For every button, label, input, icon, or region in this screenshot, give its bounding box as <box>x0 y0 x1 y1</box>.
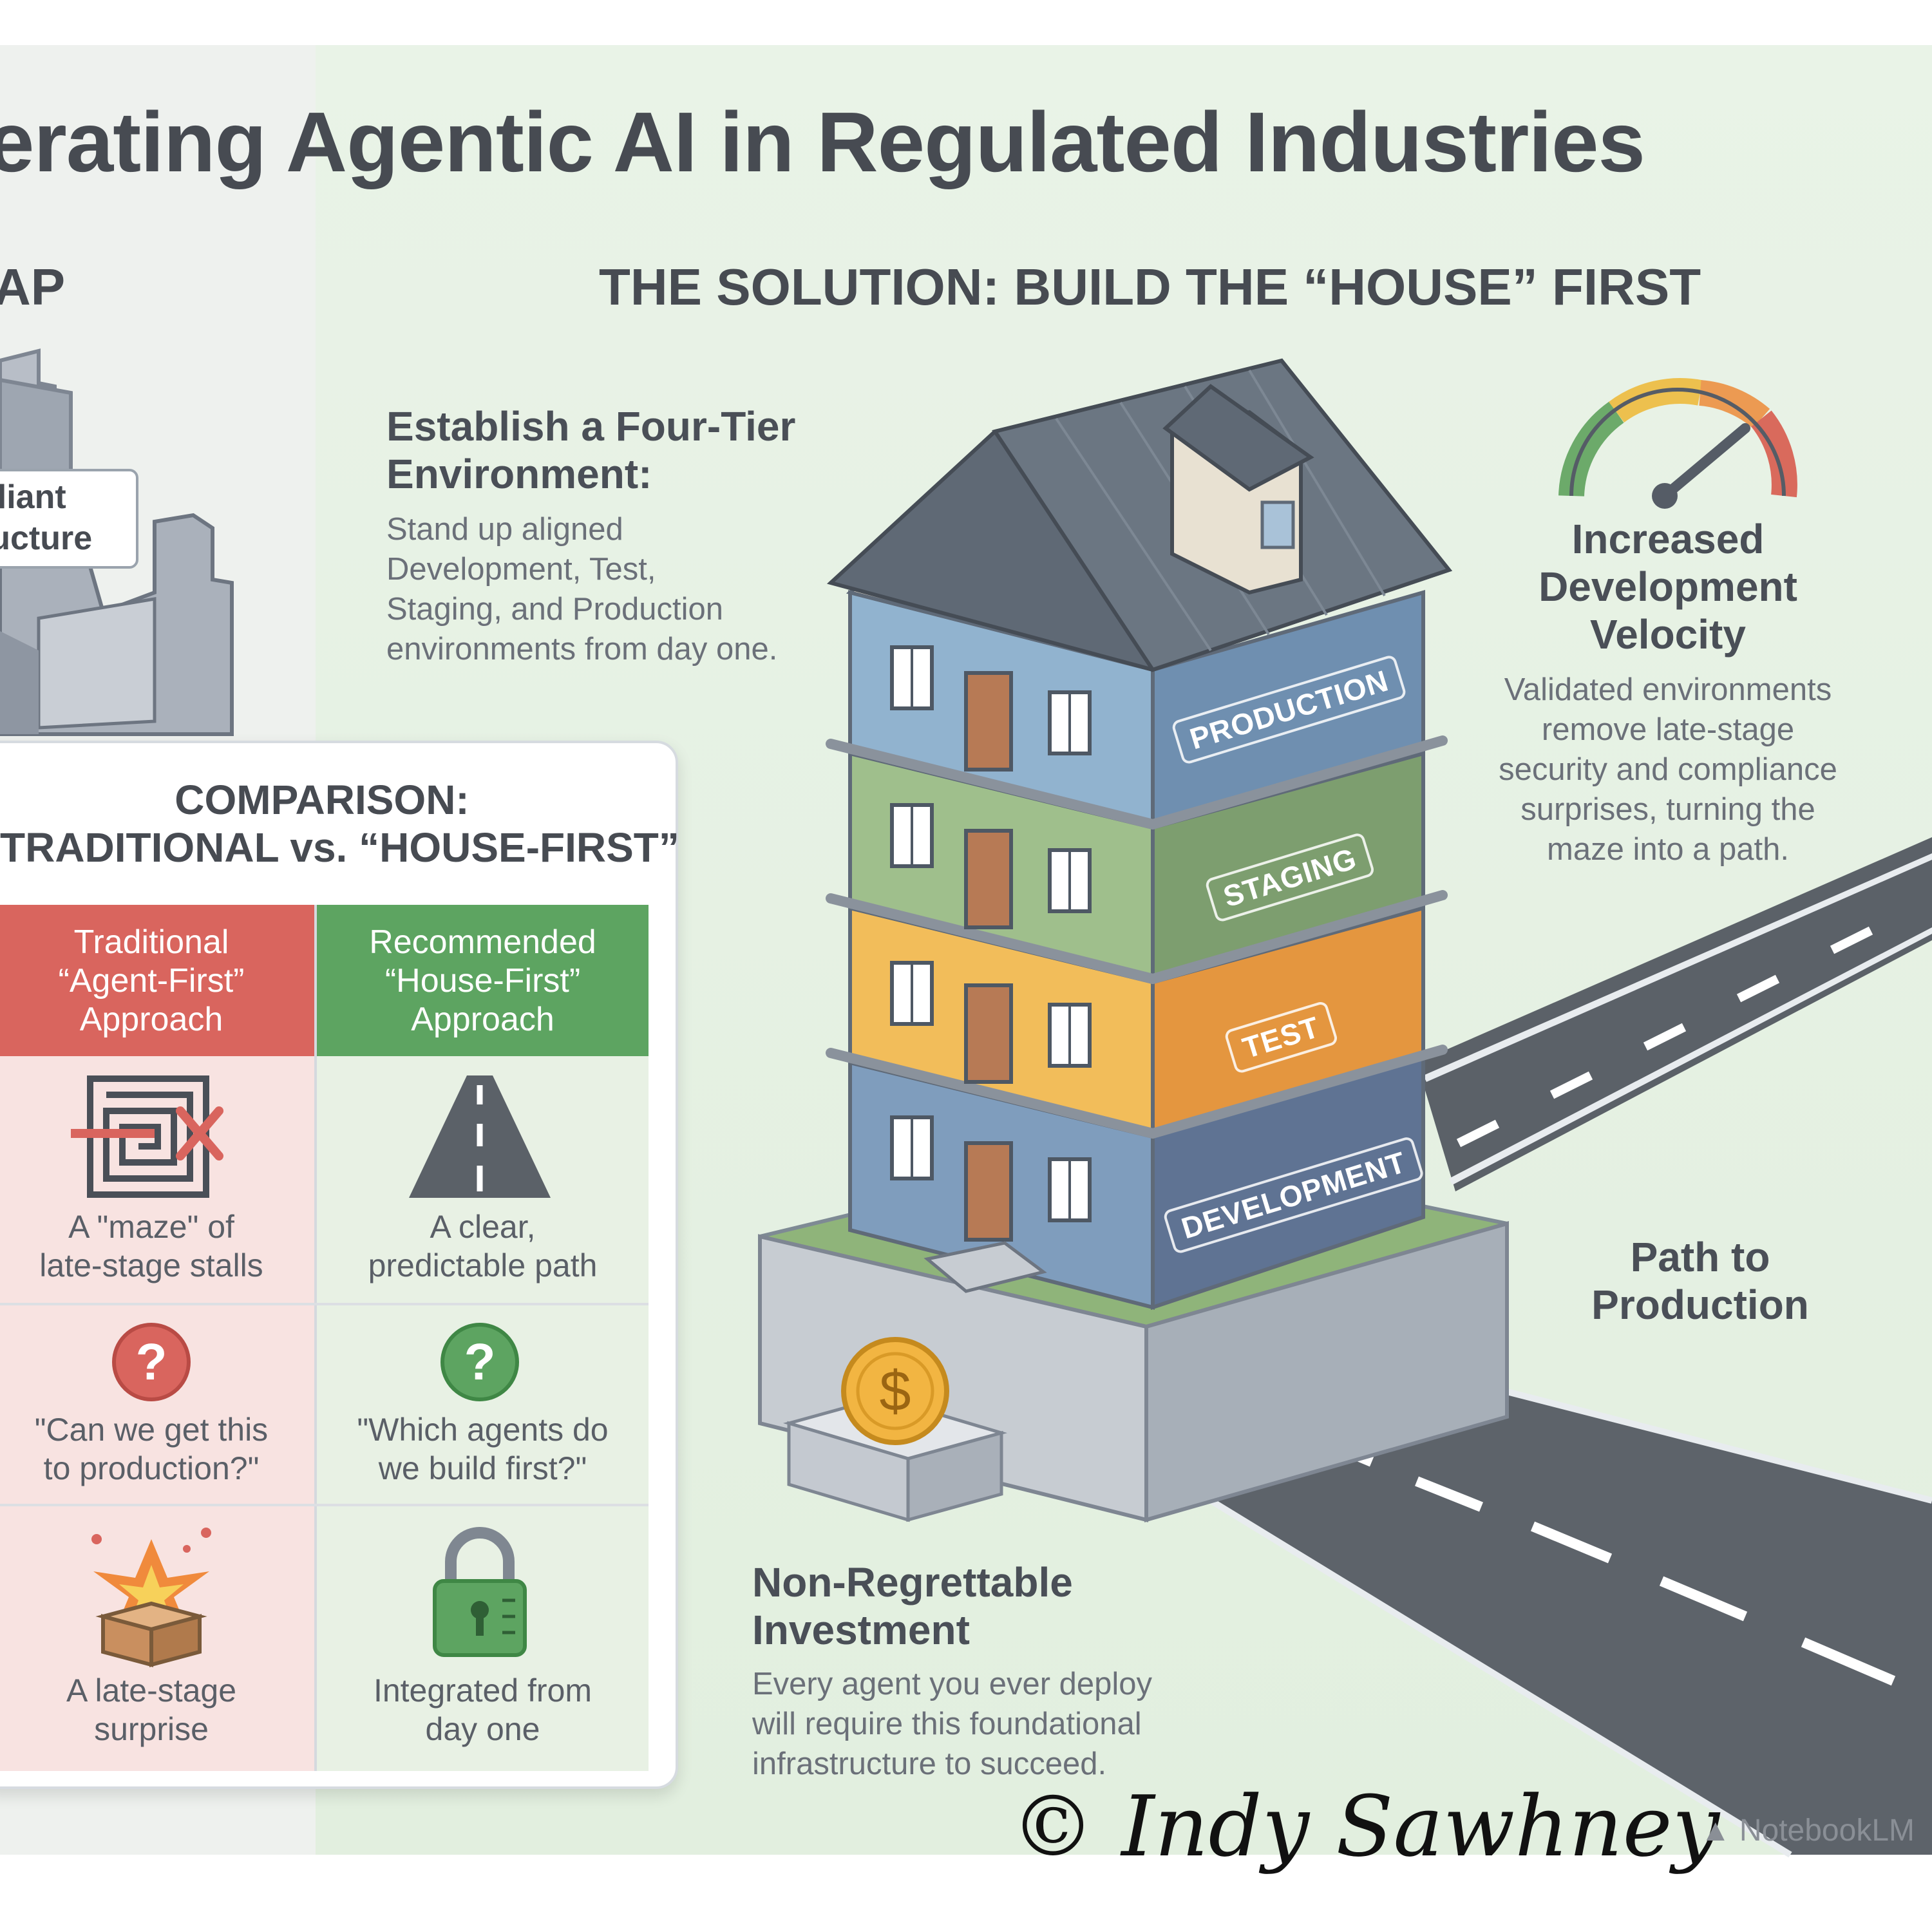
svg-text:?: ? <box>464 1333 496 1390</box>
recommended-column-header: Recommended “House-First” Approach <box>317 905 649 1056</box>
recommended-header-line-1: Recommended <box>369 923 596 961</box>
four-tier-body-line-1: Stand up aligned <box>386 512 623 547</box>
question-green-caption: "Which agents do we build first?" <box>317 1410 649 1488</box>
velocity-gauge-icon <box>1558 378 1797 509</box>
lock-caption: Integrated from day one <box>317 1671 649 1748</box>
solution-heading: THE SOLUTION: BUILD THE “HOUSE” FIRST <box>599 258 1701 316</box>
notebooklm-logo-icon: ▲ <box>1700 1814 1739 1848</box>
four-tier-house-illustration <box>826 358 1453 1311</box>
question-red-icon: ? <box>112 1323 191 1401</box>
velocity-body-line-5: maze into a path. <box>1547 832 1789 867</box>
maze-caption-line-2: late-stage stalls <box>39 1247 263 1283</box>
velocity-section: Increased Development Velocity Validated… <box>1462 515 1874 869</box>
velocity-body-line-2: remove late-stage <box>1541 712 1795 747</box>
maze-caption-line-1: A "maze" of <box>68 1209 234 1245</box>
page-title: erating Agentic AI in Regulated Industri… <box>0 95 1645 189</box>
question-red-caption-line-2: to production?" <box>43 1450 260 1486</box>
box-caption: A late-stage surprise <box>0 1671 316 1748</box>
road-caption: A clear, predictable path <box>317 1208 649 1285</box>
question-red-caption: "Can we get this to production?" <box>0 1410 316 1488</box>
callout-line-1: pliant <box>0 478 66 516</box>
question-green-icon: ? <box>440 1323 519 1401</box>
four-tier-body-line-3: Staging, and Production <box>386 592 724 627</box>
investment-body-line-3: infrastructure to succeed. <box>752 1747 1107 1781</box>
investment-title-line-2: Investment <box>752 1607 970 1653</box>
column-divider <box>314 905 317 1771</box>
four-tier-body-line-2: Development, Test, <box>386 552 656 587</box>
clear-road-icon <box>409 1075 551 1198</box>
comparison-title-line-2: TRADITIONAL vs. “HOUSE-FIRST” <box>0 824 679 871</box>
recommended-header-line-2: “House-First” <box>384 961 581 999</box>
question-green-caption-line-1: "Which agents do <box>357 1412 609 1448</box>
investment-section: Non-Regrettable Investment Every agent y… <box>752 1558 1216 1784</box>
svg-text:?: ? <box>136 1333 167 1390</box>
maze-icon <box>71 1075 223 1198</box>
four-tier-body-line-4: environments from day one. <box>386 632 778 667</box>
investment-title-line-1: Non-Regrettable <box>752 1559 1073 1605</box>
gap-section-heading: AP <box>0 258 66 316</box>
notebooklm-watermark: ▲ NotebookLM <box>1700 1813 1915 1848</box>
traditional-header-line-2: “Agent-First” <box>58 961 245 999</box>
four-tier-section: Establish a Four-Tier Environment: Stand… <box>386 402 850 669</box>
recommended-header-line-3: Approach <box>411 1000 554 1038</box>
path-line-1: Path to <box>1630 1234 1770 1280</box>
box-caption-line-2: surprise <box>94 1711 209 1747</box>
path-line-2: Production <box>1591 1282 1809 1328</box>
comparison-title: COMPARISON: TRADITIONAL vs. “HOUSE-FIRST… <box>0 776 679 871</box>
velocity-body-line-4: surprises, turning the <box>1520 792 1815 827</box>
four-tier-title-line-2: Environment: <box>386 451 652 497</box>
castle-ruins-illustration <box>0 348 234 736</box>
velocity-body-line-1: Validated environments <box>1504 672 1832 707</box>
road-upper <box>1417 837 1932 1191</box>
road-caption-line-1: A clear, <box>430 1209 536 1245</box>
question-red-caption-line-1: "Can we get this <box>34 1412 269 1448</box>
svg-text:$: $ <box>880 1359 911 1423</box>
road-caption-line-2: predictable path <box>368 1247 598 1283</box>
question-green-caption-line-2: we build first?" <box>378 1450 587 1486</box>
lock-caption-line-1: Integrated from <box>373 1672 592 1709</box>
lock-caption-line-2: day one <box>425 1711 540 1747</box>
comparison-title-line-1: COMPARISON: <box>175 777 469 823</box>
maze-caption: A "maze" of late-stage stalls <box>0 1208 316 1285</box>
four-tier-title-line-1: Establish a Four-Tier <box>386 403 796 450</box>
padlock-icon <box>433 1527 527 1657</box>
velocity-body-line-3: security and compliance <box>1499 752 1837 787</box>
coin-pedestal-illustration: $ <box>782 1337 1008 1522</box>
investment-body-line-2: will require this foundational <box>752 1707 1142 1741</box>
investment-body-line-1: Every agent you ever deploy <box>752 1667 1153 1701</box>
traditional-header-line-1: Traditional <box>73 923 229 961</box>
callout-line-2: ructure <box>0 520 93 557</box>
velocity-title-line-1: Increased <box>1571 516 1765 562</box>
traditional-header-line-3: Approach <box>79 1000 223 1038</box>
author-signature: © Indy Sawhney <box>1011 1777 1720 1875</box>
velocity-title-line-2: Development <box>1539 564 1797 610</box>
notebooklm-label: NotebookLM <box>1739 1814 1915 1848</box>
row-divider-2 <box>0 1504 649 1506</box>
row-divider-1 <box>0 1303 649 1305</box>
path-to-production-label: Path to Production <box>1546 1233 1855 1329</box>
box-caption-line-1: A late-stage <box>66 1672 237 1709</box>
traditional-column-header: Traditional “Agent-First” Approach <box>0 905 316 1056</box>
compliant-infrastructure-callout: pliant ructure <box>0 469 138 569</box>
exploding-box-icon <box>91 1528 211 1667</box>
velocity-title-line-3: Velocity <box>1590 611 1746 658</box>
